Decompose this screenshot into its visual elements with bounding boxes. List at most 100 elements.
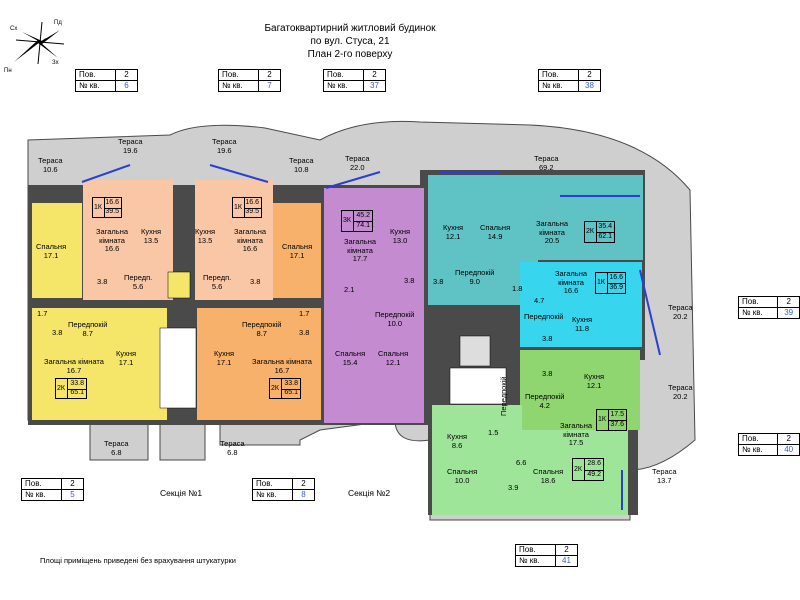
- apt-peach-left: [83, 180, 173, 300]
- table-apt-value: 7: [258, 80, 281, 92]
- compass-se: Зх: [52, 60, 59, 66]
- apt-peach-right: [195, 180, 273, 300]
- apt-table-5: Пов.2 № кв.5: [21, 478, 84, 501]
- compass-rose-icon: Сх Пд Пн Зх: [2, 14, 72, 74]
- small-area: 3.8: [404, 276, 415, 285]
- table-floor-label: Пов.: [218, 69, 259, 81]
- table-floor-value: 2: [555, 544, 578, 556]
- table-apt-value: 37: [363, 80, 386, 92]
- table-apt-label: № кв.: [323, 80, 364, 92]
- apt-table-39: Пов.2 № кв.39: [737, 296, 800, 319]
- section-1-label: Секція №1: [160, 488, 203, 498]
- apt-yellow-top: [32, 203, 82, 298]
- title-line-2: по вул. Стуса, 21: [310, 36, 390, 47]
- room-label: Передп.5.6: [124, 273, 153, 291]
- table-apt-label: № кв.: [218, 80, 259, 92]
- apt-table-37: Пов.2 № кв.37: [323, 69, 386, 92]
- small-area: 1.7: [299, 309, 310, 318]
- apt-table-41: Пов.2 № кв.41: [515, 544, 578, 567]
- table-floor-value: 2: [292, 478, 315, 490]
- table-apt-label: № кв.: [21, 489, 62, 501]
- small-area: 3.9: [508, 483, 519, 492]
- table-apt-value: 38: [578, 80, 601, 92]
- table-floor-value: 2: [61, 478, 84, 490]
- apt-orange-bottom: [197, 308, 321, 420]
- table-floor-label: Пов.: [515, 544, 556, 556]
- small-area: 1.8: [512, 284, 523, 293]
- small-area: 3.8: [299, 328, 310, 337]
- table-apt-label: № кв.: [252, 489, 293, 501]
- small-area: 3.8: [542, 334, 553, 343]
- table-apt-label: № кв.: [515, 555, 556, 567]
- apt-orange-top: [273, 203, 321, 298]
- apt-yellow-bottom: [32, 308, 167, 420]
- small-area: 1.7: [37, 309, 48, 318]
- stair-1: [159, 327, 197, 409]
- table-floor-label: Пов.: [538, 69, 579, 81]
- room-label: Передп.5.6: [203, 273, 232, 291]
- apt-table-38: Пов.2 № кв.38: [538, 69, 601, 92]
- apt-cyan: [520, 262, 642, 347]
- apt-purple: [324, 188, 424, 423]
- table-floor-value: 2: [777, 433, 800, 445]
- lift-1: [167, 271, 191, 299]
- table-floor-label: Пов.: [323, 69, 364, 81]
- title-line-3: План 2-го поверху: [307, 49, 393, 60]
- small-area: 6.6: [516, 458, 527, 467]
- compass-sw: Пн: [4, 68, 12, 74]
- apt-table-7: Пов.2 № кв.7: [218, 69, 281, 92]
- table-apt-value: 6: [115, 80, 138, 92]
- apt-table-6: Пов.2 № кв.6: [75, 69, 138, 92]
- table-apt-value: 40: [777, 444, 800, 456]
- small-area: 3.8: [250, 277, 261, 286]
- table-apt-label: № кв.: [737, 444, 779, 456]
- table-floor-value: 2: [578, 69, 601, 81]
- compass-ne: Пд: [54, 20, 62, 26]
- small-area: 4.7: [534, 296, 545, 305]
- window-accents: [81, 164, 661, 510]
- table-floor-value: 2: [777, 296, 800, 308]
- small-area: 3.8: [97, 277, 108, 286]
- table-apt-value: 8: [292, 489, 315, 501]
- apt-green: [520, 350, 640, 430]
- small-area: 3.8: [542, 369, 553, 378]
- table-floor-label: Пов.: [75, 69, 116, 81]
- footnote: Площі приміщень приведені без врахування…: [40, 556, 236, 565]
- section-2-label: Секція №2: [348, 488, 391, 498]
- table-apt-value: 5: [61, 489, 84, 501]
- small-area: 3.8: [52, 328, 63, 337]
- small-area: 3.8: [433, 277, 444, 286]
- table-apt-value: 39: [777, 307, 800, 319]
